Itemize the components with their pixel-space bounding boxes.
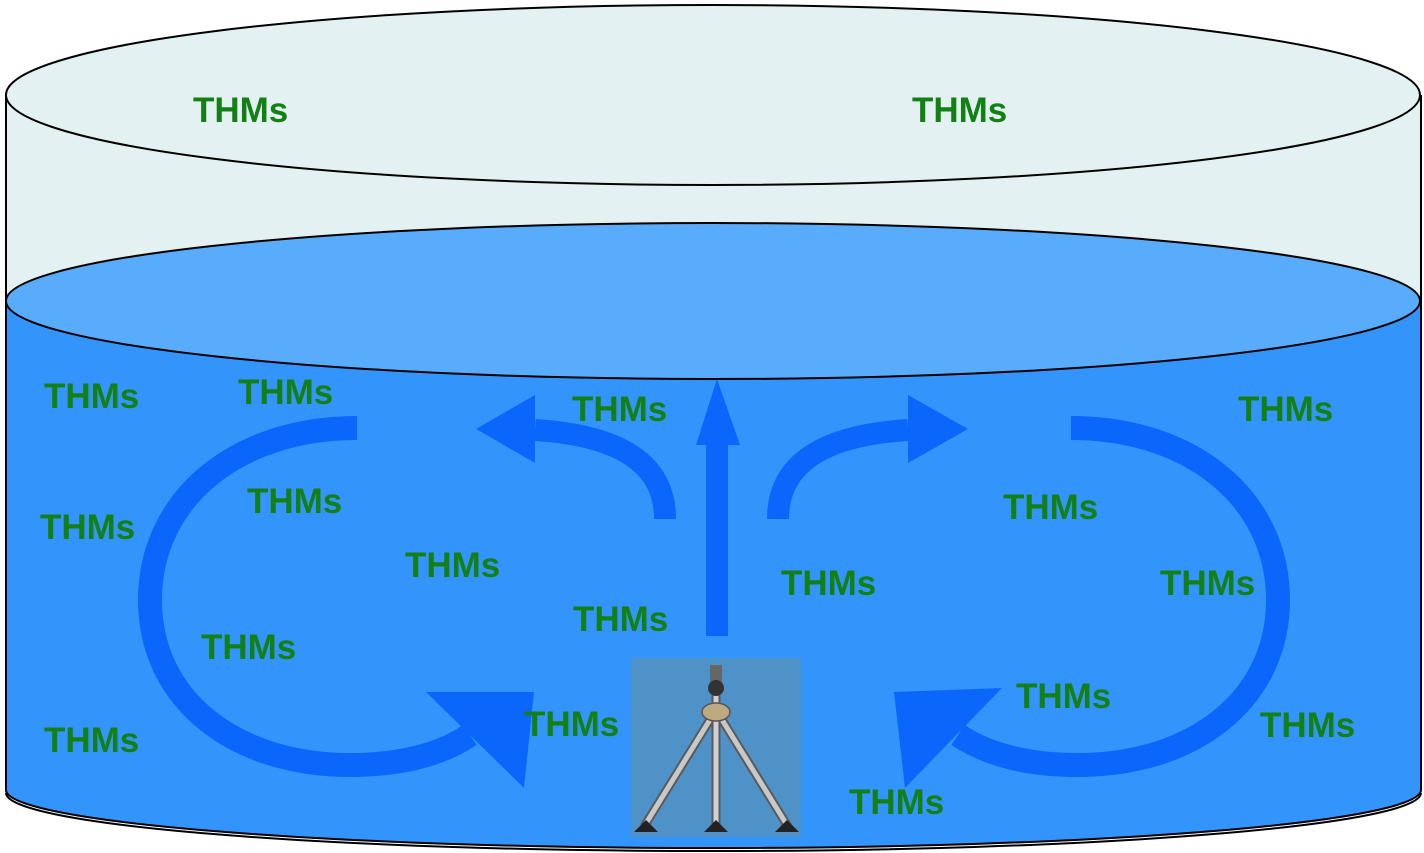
circulation-arrow-icon [951,416,1291,778]
thm-label-water: THMs [238,373,334,412]
vertical-arrow-shaft-icon [706,443,728,636]
thm-label-air: THMs [193,91,289,130]
thm-label-water: THMs [524,705,620,744]
thm-label-water: THMs [405,546,501,585]
thm-label-water: THMs [1238,390,1334,429]
thm-label-water: THMs [40,508,136,547]
thm-label-water: THMs [781,564,877,603]
circulation-arrow-head-icon [426,692,534,788]
thm-label-water: THMs [201,628,297,667]
thm-label-water: THMs [44,377,140,416]
circulation-arrow-icon [137,416,477,778]
circulation-arrow-head-icon [894,688,1002,788]
circulation-arrow-head-icon [476,395,535,463]
tank-top-rim [5,4,1421,186]
vertical-arrow-head-icon [696,379,740,445]
thm-label-water: THMs [1016,677,1112,716]
thm-label-water: THMs [44,721,140,760]
water-surface [5,222,1421,380]
thm-label-water: THMs [849,783,945,822]
thm-label-water: THMs [573,600,669,639]
circulation-arrow-head-icon [908,395,968,463]
thm-label-water: THMs [1260,706,1356,745]
thm-label-water: THMs [1160,564,1256,603]
tripod-mixer-icon [631,658,801,837]
circulation-arrow-icon [534,419,676,520]
thm-label-water: THMs [1003,488,1099,527]
circulation-arrow-icon [767,419,909,520]
circulation-arrows [137,379,1291,788]
thm-label-water: THMs [572,390,668,429]
thm-label-air: THMs [912,91,1008,130]
thm-label-water: THMs [247,482,343,521]
